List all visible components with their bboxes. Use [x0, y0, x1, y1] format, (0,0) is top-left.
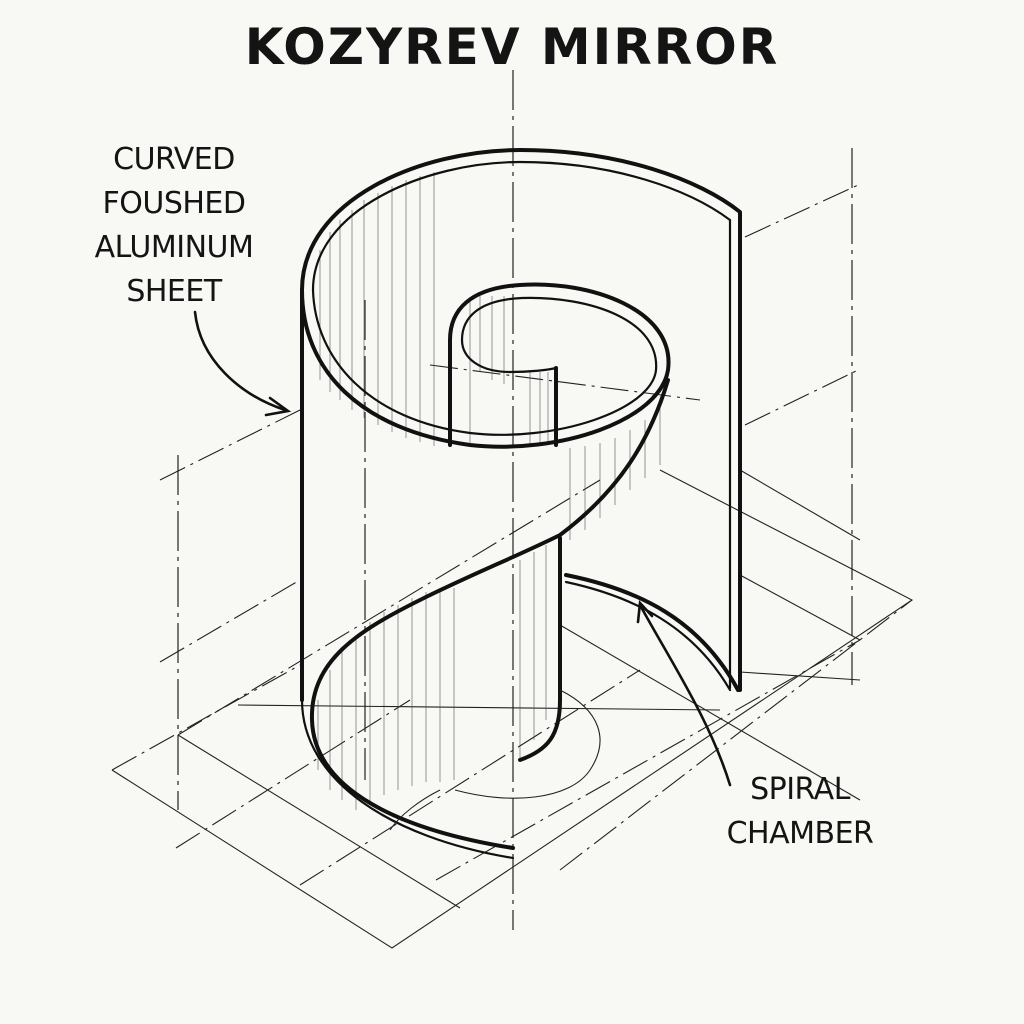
- label-curved-aluminum-sheet: CURVED FOUSHED ALUMINUM SHEET: [66, 138, 282, 314]
- label-line: CHAMBER: [726, 816, 874, 851]
- label-line: ALUMINUM: [94, 230, 254, 265]
- label-line: SHEET: [126, 274, 222, 309]
- label-spiral-chamber: SPIRAL CHAMBER: [700, 768, 900, 856]
- leader-lines: [193, 310, 732, 787]
- surface-hatching: [317, 172, 661, 810]
- construction-grid: [111, 469, 914, 949]
- label-line: CURVED: [113, 142, 235, 177]
- diagram-title: KOZYREV MIRROR: [244, 18, 780, 76]
- label-line: SPIRAL: [750, 772, 850, 807]
- vertical-construction-lines: [177, 70, 853, 930]
- isometric-guides: [159, 184, 859, 663]
- chamber-leader-arrow: [638, 603, 732, 787]
- mirror-sheet: [300, 148, 742, 860]
- label-line: FOUSHED: [102, 186, 246, 221]
- sheet-leader-arrow: [193, 310, 287, 412]
